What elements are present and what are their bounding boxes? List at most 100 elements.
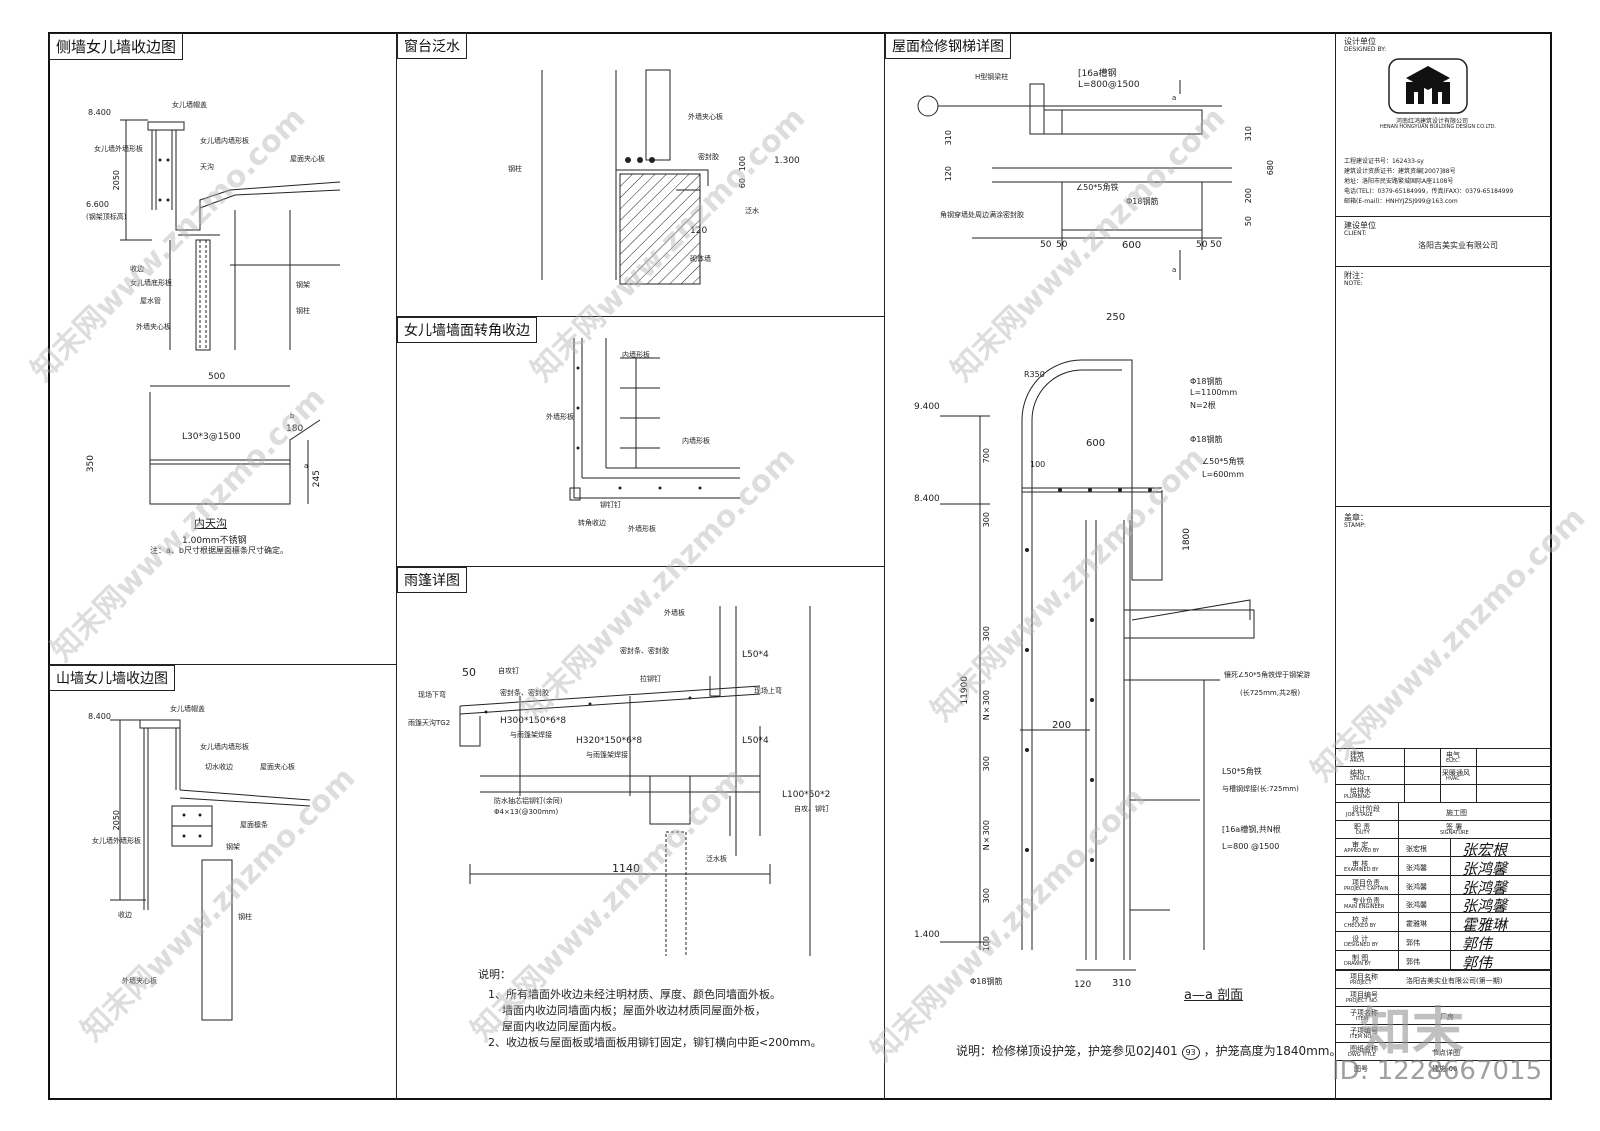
tb-role-line [1336,931,1551,932]
ld-sec-600: 600 [1086,438,1106,449]
tb-disc-plumb-en: PLUMBING [1344,794,1371,800]
ld-sec-700: 700 [982,448,991,464]
sp-label-roofpanel: 屋面夹心板 [290,155,325,163]
tb-info-5: 邮箱(E-mail)：HNHYJZSJ999@163.com [1344,198,1458,205]
tb-project: 洛阳吉美实业有限公司(第一期) [1406,977,1503,985]
tb-duty-label: 职 责 [1354,823,1371,831]
gp-label-outer: 女儿墙外墙形板 [92,837,141,845]
ld-sec-100: 100 [1030,460,1046,469]
title-ladder: 屋面检修钢梯详图 [885,33,1011,59]
tb-role-name: 张宏根 [1406,845,1427,853]
tb-role-signature: 张宏根 [1462,841,1508,859]
sp-label-cap: 女儿墙帽盖 [172,101,207,109]
ld-label-channel: [16a槽钢 [1078,69,1117,79]
window-sill-drawing [541,69,709,285]
ld-sec-elev94: 9.400 [914,402,940,412]
ld-sec-300d: 300 [982,888,991,904]
tb-disc-arch-en: ARCH. [1350,758,1366,764]
tb-role-name: 郭伟 [1406,958,1420,966]
pc-label-outer1: 外墙形板 [546,413,574,421]
gutter-title: 内天沟 [194,517,227,530]
tb-role-label: 项目负责 [1352,879,1380,887]
cn-label-weld2: 与雨篷架焊接 [586,751,628,759]
divider-mid-h2 [397,566,884,567]
tb-stamp-label: 盖章： [1344,513,1368,522]
tb-role-label-en: PROJECT CAPTAIN [1344,886,1389,892]
tb-item-no-label: 子项编号 [1350,1027,1378,1035]
ld-sec-310: 310 [1112,978,1132,989]
gp-label-purlin: 屋面檩条 [240,821,268,829]
canopy-note-4: 2、收边板与屋面板或墙面板用铆钉固定，铆钉横向中距<200mm。 [488,1036,822,1049]
ld-sec-weld-len: (长725mm,共2根) [1240,689,1301,697]
cn-label-screw2: 自攻、铆钉 [794,805,829,813]
ld-label-sealnote: 角钢穿墙处周边满涂密封胶 [940,211,1024,219]
sp-label-2050: 2050 [112,170,121,191]
tb-vline-disc [1404,748,1405,802]
cn-label-rivet: 拉铆钉 [640,675,661,683]
ld-sec-300b: 300 [982,626,991,642]
ld-dim-50b: 50 [1056,240,1068,250]
cn-label-screw: 自攻钉 [498,667,519,675]
ld-sec-rebar2: Φ18钢筋 [1190,435,1223,444]
gutter-note: 注：a、b尺寸根据屋面檩条尺寸确定。 [150,546,288,555]
title-window-sill: 窗台泛水 [397,33,467,59]
tb-line-stamp [1336,506,1551,507]
tb-line-disc2 [1336,766,1551,767]
ld-dim-310a: 310 [944,130,953,146]
ladder-plan-drawing [917,80,1232,280]
cn-label-L100: L100*50*2 [782,790,831,800]
tb-line-client [1336,216,1551,217]
ld-sec-L600: L=600mm [1202,470,1245,479]
cn-label-pitch: Φ4×13(@300mm) [494,808,559,816]
tb-item-label: 子项名称 [1350,1009,1378,1017]
ws-elev: 1.300 [774,156,800,166]
tb-role-label: 审 定 [1352,841,1369,849]
ws-dim-100: 100 [738,156,747,172]
gutter-dim-angle: L30*3@1500 [182,432,241,442]
ld-dim-50d: 50 [1210,240,1222,250]
tb-role-label-en: EXAMINED BY [1344,867,1379,873]
cn-label-weld1: 与雨篷架焊接 [510,731,552,739]
sp-label-outer: 女儿墙外墙形板 [94,145,143,153]
tb-line-pno [1336,988,1551,989]
ld-label-rebar: Φ18钢筋 [1126,197,1159,206]
sp-label-gutter: 天沟 [200,163,214,171]
ld-dim-600: 600 [1122,240,1142,251]
ws-label-column: 钢柱 [508,165,522,173]
tb-disc-arch: 建筑 [1350,751,1364,759]
pc-label-rivet: 铆钉钉 [600,501,621,509]
ld-sec-11900: 11900 [960,676,970,705]
ld-sec-1800: 1800 [1182,528,1192,551]
tb-role-signature: 张鸿馨 [1462,897,1508,915]
tb-note-label: 附注： [1344,271,1368,280]
tb-disc-plumb: 给排水 [1350,787,1371,795]
tb-drawing-label: 图纸名称 [1350,1045,1378,1053]
sp-label-flash: 收边 [130,265,144,273]
tb-item-label-en: ITEM [1356,1016,1369,1022]
tb-stamp-label-en: STAMP: [1344,522,1366,529]
sp-label-elev1: 8.400 [88,108,111,117]
pc-label-outer2: 外墙形板 [628,525,656,533]
gp-label-wallpanel: 外墙夹心板 [122,977,157,985]
ld-sec-r350: R350 [1024,370,1045,379]
ld-dim-50: 50 [1244,216,1253,227]
cn-label-h320: H320*150*6*8 [576,736,643,746]
cn-label-h300: H300*150*6*8 [500,716,567,726]
tb-role-signature: 郭伟 [1462,954,1493,972]
cn-label-seal1: 密封条、密封胶 [620,647,669,655]
ld-dim-310b: 310 [1244,126,1253,142]
cn-label-pop: 防水抽芯铝铆钉(余同) [494,797,563,805]
tb-stage-label-en: JOB STAGE [1346,812,1373,818]
tb-role-signature: 郭伟 [1462,935,1493,953]
ws-label-flashing: 泛水 [745,207,759,215]
tb-signature-label: 签 署 [1446,823,1463,831]
ld-sec-250: 250 [1106,312,1126,323]
tb-disc-struct: 结构 [1350,769,1364,777]
cn-dim-1140: 1140 [612,862,640,875]
tb-designer-label: 设计单位 [1344,37,1376,46]
gutter-dim-350: 350 [86,455,96,473]
ld-dim-120: 120 [944,166,953,182]
tb-role-label-en: DRAWN BY [1344,961,1371,967]
tb-role-label-en: DESIGNED BY [1344,942,1379,948]
tb-line-dwgno [1336,1060,1551,1061]
